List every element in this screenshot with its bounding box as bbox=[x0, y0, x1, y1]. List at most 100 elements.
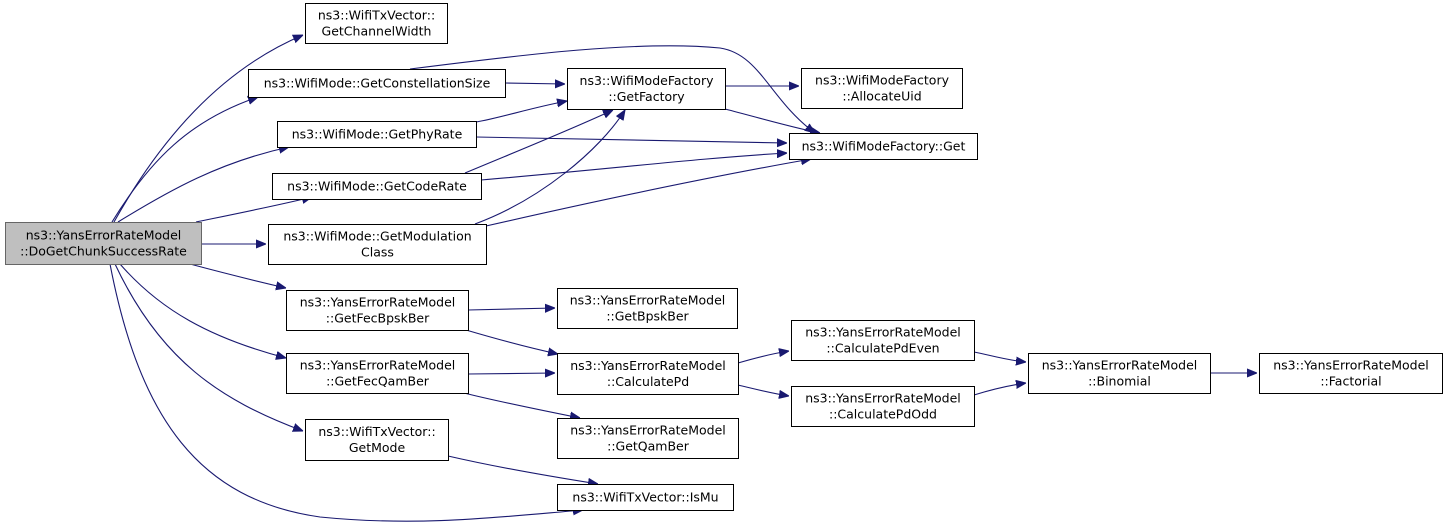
node-box bbox=[791, 386, 975, 427]
edge-root-to-gpr bbox=[117, 147, 289, 223]
node-root[interactable]: ns3::YansErrorRateModel::DoGetChunkSucce… bbox=[5, 222, 202, 265]
node-label: ::Binomial bbox=[1088, 374, 1151, 389]
edge-gcs-to-gfa bbox=[504, 83, 565, 84]
node-label: ns3::YansErrorRateModel bbox=[1273, 358, 1428, 373]
node-label: ns3::WifiMode::GetPhyRate bbox=[292, 127, 463, 142]
node-label: ::CalculatePdOdd bbox=[829, 407, 937, 422]
edge-gmo-to-ismu bbox=[447, 455, 598, 484]
node-label: ns3::YansErrorRateModel bbox=[805, 325, 960, 340]
edge-gmc-to-gfa bbox=[474, 110, 625, 225]
node-cpo[interactable]: ns3::YansErrorRateModel::CalculatePdOdd bbox=[791, 386, 975, 427]
node-cpe[interactable]: ns3::YansErrorRateModel::CalculatePdEven bbox=[791, 320, 975, 361]
node-label: ::GetFecQamBer bbox=[326, 374, 430, 389]
node-label: GetMode bbox=[349, 440, 406, 455]
node-label: ::CalculatePdEven bbox=[826, 341, 939, 356]
node-label: ns3::YansErrorRateModel bbox=[26, 228, 181, 243]
node-label: ns3::YansErrorRateModel bbox=[300, 358, 455, 373]
edge-root-to-gmo bbox=[114, 263, 303, 431]
node-box bbox=[557, 288, 738, 329]
node-label: ns3::WifiModeFactory bbox=[815, 73, 950, 88]
node-label: ns3::WifiTxVector:: bbox=[318, 8, 435, 23]
node-label: ns3::WifiMode::GetConstellationSize bbox=[264, 76, 491, 91]
node-gfb[interactable]: ns3::YansErrorRateModel::GetFecBpskBer bbox=[286, 290, 469, 331]
node-label: ns3::WifiMode::GetModulation bbox=[283, 229, 471, 244]
node-gcr[interactable]: ns3::WifiMode::GetCodeRate bbox=[272, 173, 482, 200]
node-alu[interactable]: ns3::WifiModeFactory::AllocateUid bbox=[801, 68, 963, 109]
node-label: GetChannelWidth bbox=[322, 24, 432, 39]
node-label: ns3::YansErrorRateModel bbox=[570, 293, 725, 308]
node-bin[interactable]: ns3::YansErrorRateModel::Binomial bbox=[1028, 353, 1211, 394]
node-fac[interactable]: ns3::YansErrorRateModel::Factorial bbox=[1259, 353, 1443, 394]
node-box bbox=[248, 69, 506, 98]
edge-gcs-to-get bbox=[409, 45, 815, 133]
edge-gfq-to-cpd bbox=[467, 373, 555, 374]
node-label: ::AllocateUid bbox=[842, 89, 921, 104]
node-label: ::DoGetChunkSuccessRate bbox=[20, 244, 187, 259]
edge-gfa-to-get bbox=[724, 108, 820, 133]
nodes-layer: ns3::YansErrorRateModel::DoGetChunkSucce… bbox=[5, 3, 1443, 511]
edge-gfb-to-gbb bbox=[467, 308, 555, 310]
node-label: ns3::YansErrorRateModel bbox=[570, 423, 725, 438]
node-label: ns3::YansErrorRateModel bbox=[805, 391, 960, 406]
node-ismu[interactable]: ns3::WifiTxVector::IsMu bbox=[557, 484, 734, 511]
edge-root-to-gfq bbox=[119, 263, 286, 358]
node-label: ::GetFactory bbox=[608, 89, 685, 104]
node-gcw[interactable]: ns3::WifiTxVector::GetChannelWidth bbox=[305, 3, 448, 44]
node-box bbox=[305, 419, 449, 461]
edge-cpo-to-bin bbox=[973, 383, 1026, 396]
node-gfq[interactable]: ns3::YansErrorRateModel::GetFecQamBer bbox=[286, 353, 469, 394]
node-gqb[interactable]: ns3::YansErrorRateModel::GetQamBer bbox=[557, 418, 739, 459]
node-label: ::CalculatePd bbox=[607, 374, 689, 389]
node-gpr[interactable]: ns3::WifiMode::GetPhyRate bbox=[277, 121, 477, 148]
node-box bbox=[567, 68, 726, 110]
edge-gpr-to-gfa bbox=[475, 101, 567, 123]
edge-root-to-gcs bbox=[111, 97, 258, 223]
edge-gmc-to-get bbox=[485, 159, 811, 227]
node-box bbox=[286, 353, 469, 394]
node-label: ns3::WifiModeFactory bbox=[580, 73, 715, 88]
node-label: ::GetQamBer bbox=[607, 439, 690, 454]
edge-cpd-to-cpe bbox=[737, 351, 789, 364]
node-gbb[interactable]: ns3::YansErrorRateModel::GetBpskBer bbox=[557, 288, 738, 329]
node-box bbox=[1259, 353, 1443, 394]
edge-root-to-ismu bbox=[109, 263, 583, 522]
node-box bbox=[791, 320, 975, 361]
node-gmo[interactable]: ns3::WifiTxVector::GetMode bbox=[305, 419, 449, 461]
node-box bbox=[286, 290, 469, 331]
edge-root-to-gfb bbox=[189, 263, 286, 288]
node-box bbox=[5, 222, 202, 265]
node-gcs[interactable]: ns3::WifiMode::GetConstellationSize bbox=[248, 69, 506, 98]
node-box bbox=[277, 121, 477, 148]
node-get[interactable]: ns3::WifiModeFactory::Get bbox=[789, 133, 978, 160]
node-box bbox=[272, 173, 482, 200]
node-box bbox=[557, 418, 739, 459]
node-label: ::Factorial bbox=[1320, 374, 1381, 389]
edge-gcr-to-gfa bbox=[464, 110, 613, 174]
node-label: ns3::WifiTxVector::IsMu bbox=[572, 490, 718, 505]
node-gfa[interactable]: ns3::WifiModeFactory::GetFactory bbox=[567, 68, 726, 110]
node-box bbox=[268, 224, 487, 265]
node-box bbox=[305, 3, 448, 44]
node-label: ns3::WifiModeFactory::Get bbox=[802, 139, 966, 154]
edge-gcr-to-get bbox=[480, 153, 787, 181]
node-label: ns3::YansErrorRateModel bbox=[300, 295, 455, 310]
node-label: ns3::WifiTxVector:: bbox=[318, 424, 435, 439]
edges-layer bbox=[109, 35, 1257, 522]
node-box bbox=[801, 68, 963, 109]
node-label: ns3::WifiMode::GetCodeRate bbox=[287, 179, 467, 194]
edge-cpd-to-cpo bbox=[737, 384, 789, 396]
edge-gpr-to-get bbox=[475, 136, 787, 143]
edge-gfb-to-cpd bbox=[465, 329, 558, 354]
node-box bbox=[789, 133, 978, 160]
node-label: ns3::YansErrorRateModel bbox=[570, 358, 725, 373]
node-label: ::GetFecBpskBer bbox=[326, 311, 430, 326]
node-cpd[interactable]: ns3::YansErrorRateModel::CalculatePd bbox=[557, 353, 739, 395]
node-box bbox=[557, 353, 739, 395]
node-label: ns3::YansErrorRateModel bbox=[1042, 358, 1197, 373]
node-box bbox=[557, 484, 734, 511]
node-label: ::GetBpskBer bbox=[606, 309, 689, 324]
node-label: Class bbox=[361, 245, 394, 260]
node-box bbox=[1028, 353, 1211, 394]
